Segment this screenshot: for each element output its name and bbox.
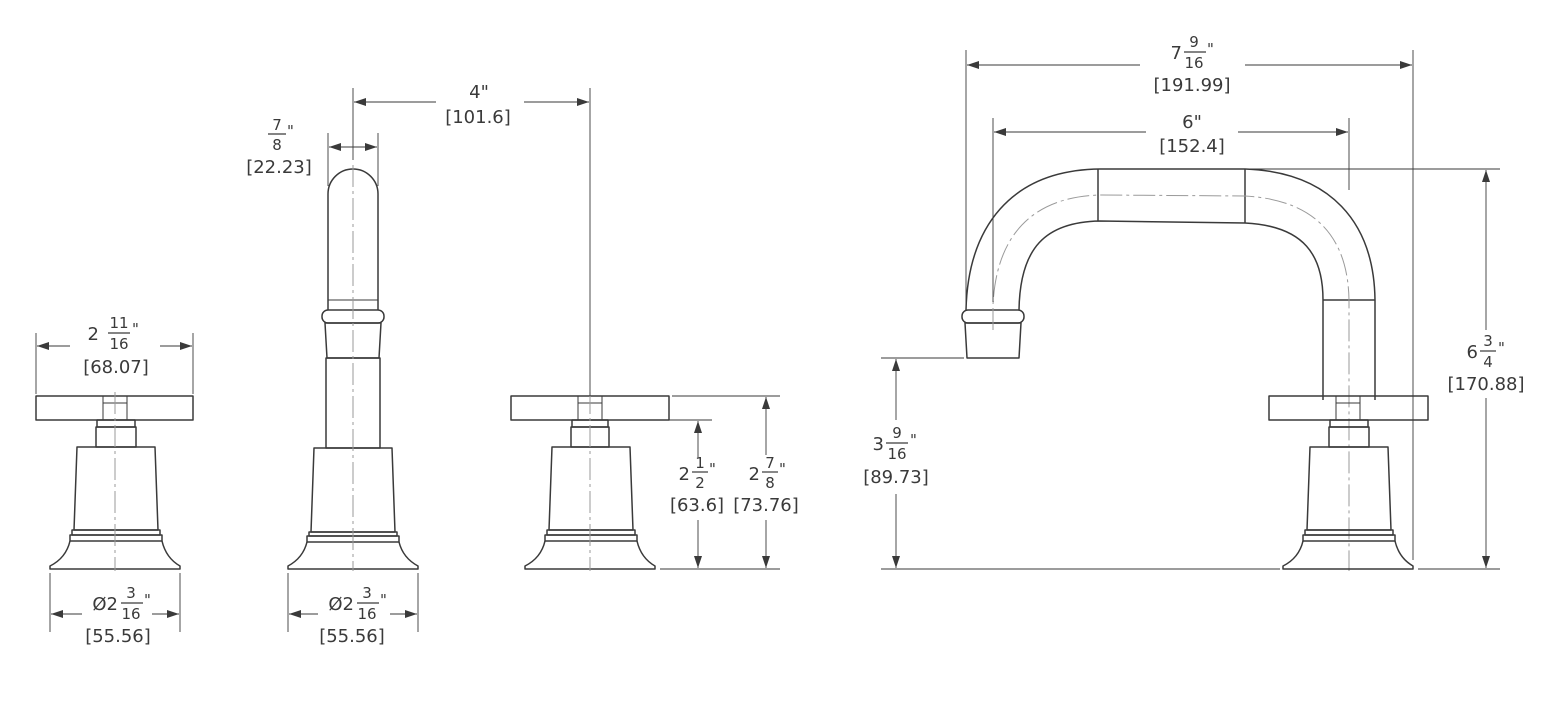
- dim-spout-reach-outer-metric: [191.99]: [1153, 75, 1230, 96]
- dim-handle-body-height-unit: ": [709, 460, 716, 478]
- dim-handle-total-height-whole: 2: [749, 464, 760, 485]
- dim-handle-total-height-den: 8: [765, 474, 775, 492]
- dim-handle-body-height-metric: [63.6]: [670, 495, 724, 516]
- dim-spout-to-handle: 4" [101.6]: [445, 82, 511, 128]
- dim-spout-diameter-metric: [22.23]: [246, 157, 312, 178]
- dim-spout-base: Ø2 3 16 " [55.56]: [319, 584, 387, 647]
- dim-spout-total-height-num: 3: [1483, 332, 1493, 350]
- dim-handle-body-height-num: 1: [695, 454, 705, 472]
- dim-handle-body-height-den: 2: [695, 474, 705, 492]
- dim-handle-base-prefix: Ø2: [92, 594, 118, 615]
- dim-handle-width-metric: [68.07]: [83, 357, 149, 378]
- dim-spout-total-height-metric: [170.88]: [1447, 374, 1524, 395]
- dim-handle-base-unit: ": [144, 591, 151, 609]
- dim-spout-outlet-height-whole: 3: [873, 434, 884, 455]
- dim-spout-reach-outer-num: 9: [1189, 33, 1199, 51]
- dim-spout-reach-outer-whole: 7: [1171, 43, 1182, 64]
- dim-handle-total-height-metric: [73.76]: [733, 495, 799, 516]
- dim-spout-base-metric: [55.56]: [319, 626, 385, 647]
- dim-handle-width-den: 16: [109, 335, 128, 353]
- dim-handle-body-height-whole: 2: [679, 464, 690, 485]
- dim-handle-total-height: 2 7 8 " [73.76]: [733, 454, 799, 516]
- dim-handle-base: Ø2 3 16 " [55.56]: [85, 584, 151, 647]
- dim-handle-width: 2 11 16 " [68.07]: [83, 314, 149, 378]
- dim-handle-body-height: 2 1 2 " [63.6]: [670, 454, 724, 516]
- dim-handle-width-whole: 2: [88, 324, 99, 345]
- dim-spout-to-handle-label: 4": [469, 82, 489, 103]
- dim-handle-total-height-unit: ": [779, 460, 786, 478]
- dim-spout-reach-metric: [152.4]: [1159, 136, 1225, 157]
- dim-spout-outlet-height-num: 9: [892, 424, 902, 442]
- dim-spout-diameter-num: 7: [272, 116, 282, 134]
- dim-spout-reach-label: 6": [1182, 112, 1202, 133]
- handle-side-view: [510, 392, 670, 571]
- dim-handle-total-height-num: 7: [765, 454, 775, 472]
- dim-handle-base-metric: [55.56]: [85, 626, 151, 647]
- dim-handle-width-num: 11: [109, 314, 128, 332]
- dim-spout-outlet-height-unit: ": [910, 431, 917, 449]
- spout-side-view: [287, 165, 419, 571]
- dim-spout-diameter: 7 8 " [22.23]: [246, 116, 312, 178]
- dimension-lines: [35, 50, 1500, 632]
- faucet-front-view: [961, 168, 1429, 571]
- dim-spout-total-height: 6 3 4 " [170.88]: [1447, 332, 1524, 395]
- dim-handle-base-den: 16: [121, 605, 140, 623]
- dim-spout-reach-outer: 7 9 16 " [191.99]: [1153, 33, 1230, 96]
- dim-spout-to-handle-metric: [101.6]: [445, 107, 511, 128]
- dim-spout-total-height-den: 4: [1483, 353, 1493, 371]
- dim-spout-outlet-height: 3 9 16 " [89.73]: [863, 424, 929, 488]
- dim-spout-base-unit: ": [380, 591, 387, 609]
- dim-spout-reach: 6" [152.4]: [1159, 112, 1225, 157]
- dim-spout-base-den: 16: [357, 605, 376, 623]
- dim-spout-total-height-unit: ": [1498, 339, 1505, 357]
- dim-spout-outlet-height-metric: [89.73]: [863, 467, 929, 488]
- dim-spout-base-prefix: Ø2: [328, 594, 354, 615]
- dim-spout-outlet-height-den: 16: [887, 445, 906, 463]
- dim-spout-diameter-unit: ": [287, 122, 294, 140]
- dim-spout-base-num: 3: [362, 584, 372, 602]
- dim-spout-total-height-whole: 6: [1467, 342, 1478, 363]
- handle-front-view: [35, 392, 194, 571]
- dim-handle-width-unit: ": [132, 320, 139, 338]
- dim-spout-reach-outer-den: 16: [1184, 54, 1203, 72]
- dim-spout-diameter-den: 8: [272, 136, 282, 154]
- dim-spout-reach-outer-unit: ": [1207, 40, 1214, 58]
- dim-handle-base-num: 3: [126, 584, 136, 602]
